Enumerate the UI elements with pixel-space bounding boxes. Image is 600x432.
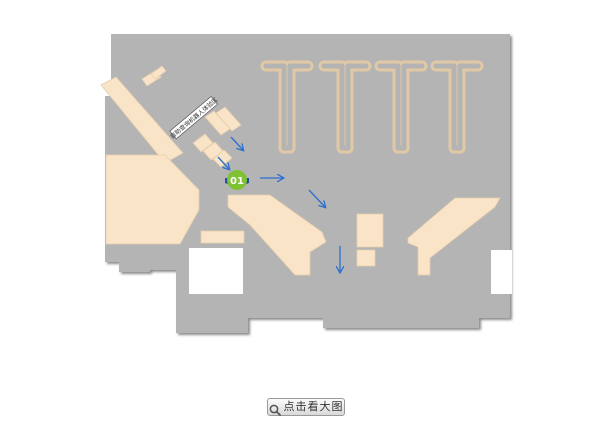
direction-arrows	[217, 136, 340, 272]
room-main-west	[105, 154, 200, 245]
t-fixture-inner	[263, 63, 311, 151]
room-east-block	[356, 213, 384, 248]
view-large-map-button[interactable]: 点击看大图	[267, 398, 345, 416]
void-areas	[90, 30, 512, 294]
room-diagonal-south	[227, 194, 327, 276]
void-top-left	[90, 30, 111, 96]
arrow-icon	[230, 136, 243, 150]
view-large-map-label: 点击看大图	[283, 400, 344, 413]
t-fixture-inner	[321, 63, 369, 151]
t-shaped-fixtures	[260, 60, 484, 154]
location-marker: 01	[225, 170, 249, 190]
floor-map: 自助查询机器人体验区 01	[90, 30, 512, 333]
room-diagonal-northwest	[100, 76, 184, 164]
void-bottom-right	[491, 250, 512, 294]
room-east-small	[356, 249, 376, 267]
room-diagonal-east	[407, 197, 501, 276]
room-pier-northwest-2	[150, 65, 167, 80]
marker-label: 01	[230, 176, 244, 187]
magnifier-icon	[269, 401, 281, 416]
arrow-icon	[217, 156, 229, 169]
void-bottom-left	[189, 248, 243, 294]
room-south-small	[200, 230, 245, 244]
arrow-icon	[308, 189, 325, 207]
t-fixture-inner	[377, 63, 425, 151]
room-pier-center-3	[212, 149, 233, 168]
floor-plan-svg: 自助查询机器人体验区 01	[90, 30, 512, 333]
room-pier-north-2	[215, 106, 242, 132]
rooms	[100, 65, 501, 276]
t-fixture-inner	[433, 63, 481, 151]
